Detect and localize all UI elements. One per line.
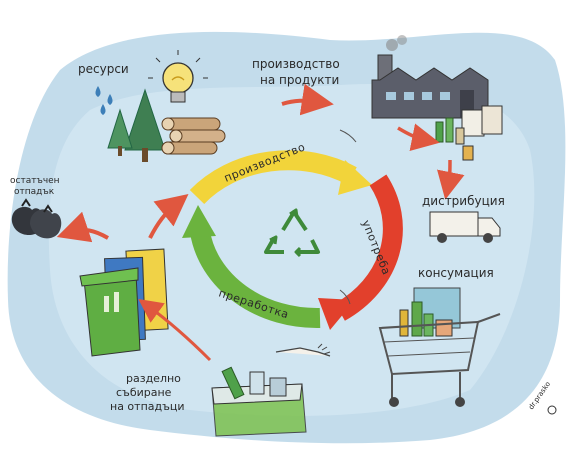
cycle-segment-production	[189, 150, 357, 205]
water-drop-icon	[95, 86, 101, 97]
water-drop-icon	[107, 94, 113, 105]
production-label-line1: производство	[252, 57, 340, 71]
pine-tree-icon	[124, 88, 166, 162]
logs-icon	[161, 117, 226, 155]
recycle-icon	[264, 208, 320, 258]
production-label-line2: на продукти	[260, 73, 339, 87]
separate-collection-label-line3: на отпадъци	[110, 400, 185, 413]
cycle-arrow-head-icon	[338, 160, 372, 195]
arrow-to-distribution-icon	[437, 159, 465, 200]
arrow-to-factory-icon	[281, 83, 334, 116]
light-bulb-icon	[148, 50, 208, 103]
resources-group: ресурси	[78, 50, 226, 162]
residual-waste-label-line1: остатъчен	[10, 176, 60, 186]
residual-waste-label-line2: отпадък	[14, 187, 55, 197]
arrow-to-residual-waste-icon	[56, 211, 109, 243]
trash-bags-icon	[11, 198, 62, 239]
arrow-to-products-icon	[397, 123, 440, 151]
motion-stroke	[339, 289, 351, 305]
arrow-bins-to-cycle-icon	[148, 194, 189, 239]
consumption-label: консумация	[418, 266, 494, 280]
delivery-truck-icon	[429, 211, 501, 243]
separate-collection-label-line1: разделно	[126, 372, 181, 385]
cycle-arrow-head-icon	[318, 298, 355, 330]
waste-basket-icon	[211, 366, 307, 437]
cycle-arrow-head-icon	[182, 205, 216, 238]
water-drop-icon	[100, 104, 106, 115]
pine-tree-icon	[107, 108, 133, 156]
distribution-label: дистрибуция	[422, 194, 505, 208]
products-icon	[435, 105, 503, 161]
cycle-segment-processing	[190, 230, 321, 329]
resources-label: ресурси	[78, 62, 129, 76]
cycle-segment-use	[334, 174, 403, 321]
recycling-cycle: производство употреба преработка	[182, 140, 403, 330]
separate-collection-label-line2: събиране	[116, 386, 172, 399]
motion-stroke	[339, 129, 357, 143]
hand-throwing-icon	[275, 343, 331, 357]
shopping-cart-icon	[378, 287, 501, 407]
arrow-to-bins-icon	[138, 298, 212, 362]
